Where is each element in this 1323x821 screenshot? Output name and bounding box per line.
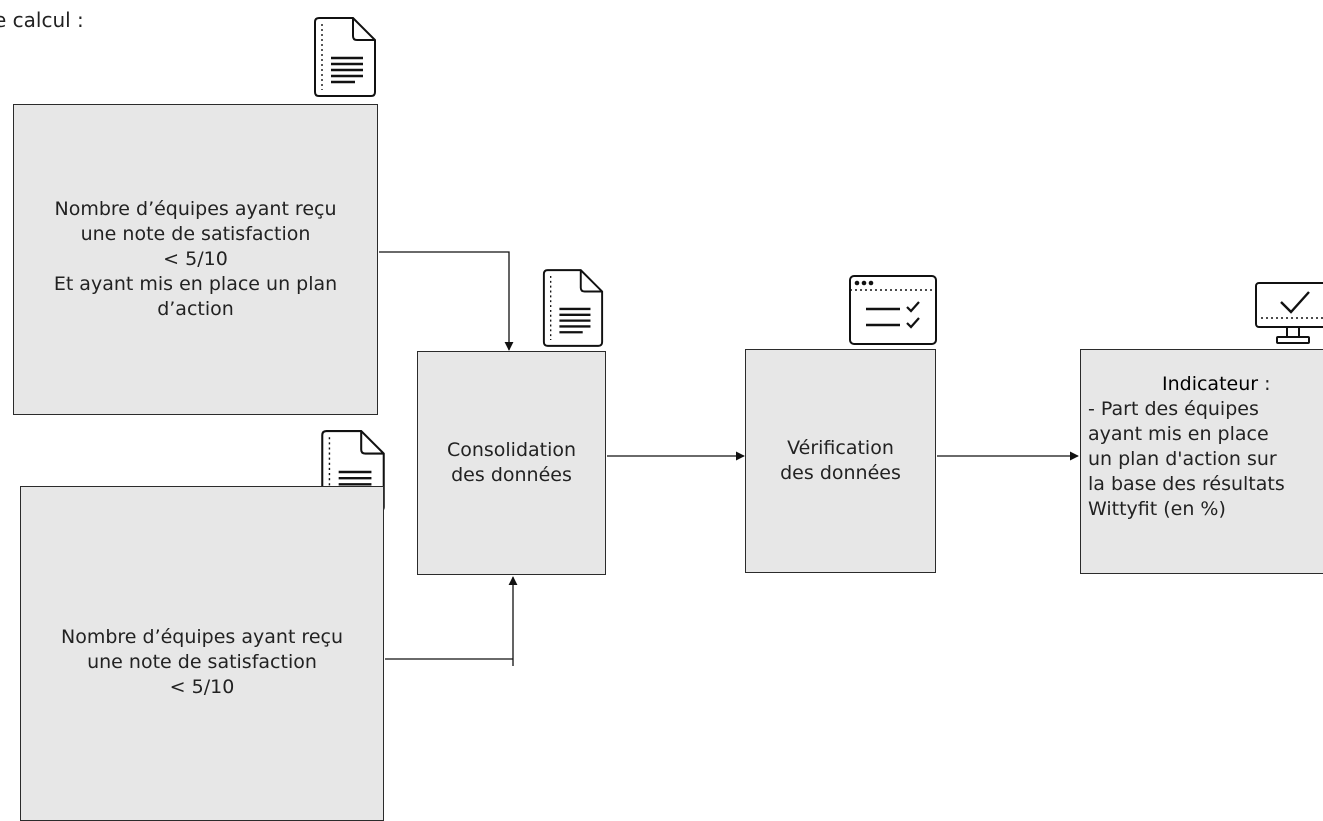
connector-a-to-consolidation	[379, 251, 514, 351]
indicator-title-suffix: :	[1258, 373, 1271, 395]
indicator-box: Indicateur : - Part des équipes ayant mi…	[1080, 349, 1323, 574]
indicator-title-row: Indicateur :	[1088, 372, 1271, 397]
page-header: e calcul :	[0, 8, 84, 32]
box-text-line: Et ayant mis en place un plan	[53, 273, 338, 295]
box-text-line: < 5/10	[163, 248, 228, 270]
box-text-line: < 5/10	[169, 676, 235, 698]
box-text-line: Nombre d’équipes ayant reçu	[54, 198, 337, 220]
box-text-line: un plan d'action sur	[1088, 448, 1277, 470]
box-text-line: - Part des équipes	[1088, 398, 1259, 420]
document-icon	[542, 269, 604, 347]
box-text-line: Vérification	[787, 437, 894, 459]
box-text-line: d’action	[157, 298, 234, 320]
box-text-line: la base des résultats	[1088, 473, 1285, 495]
box-text-line: une note de satisfaction	[80, 223, 311, 245]
monitor-check-icon	[1255, 282, 1323, 344]
document-icon	[314, 17, 376, 97]
box-text-line: des données	[451, 464, 572, 486]
input-box-with-action-plan: Nombre d’équipes ayant reçu une note de …	[13, 104, 378, 415]
box-text-line: une note de satisfaction	[87, 651, 317, 673]
box-text-line: ayant mis en place	[1088, 423, 1269, 445]
box-text-line: Nombre d’équipes ayant reçu	[60, 626, 344, 648]
indicator-title: Indicateur	[1162, 373, 1259, 395]
box-text-line: Wittyfit (en %)	[1088, 498, 1226, 520]
verification-box: Vérification des données	[745, 349, 936, 573]
input-box-low-satisfaction: Nombre d’équipes ayant reçu une note de …	[20, 486, 384, 821]
box-text-line: Consolidation	[446, 439, 577, 461]
checklist-window-icon	[849, 275, 937, 345]
consolidation-box: Consolidation des données	[417, 351, 606, 575]
box-text-line: des données	[780, 462, 901, 484]
